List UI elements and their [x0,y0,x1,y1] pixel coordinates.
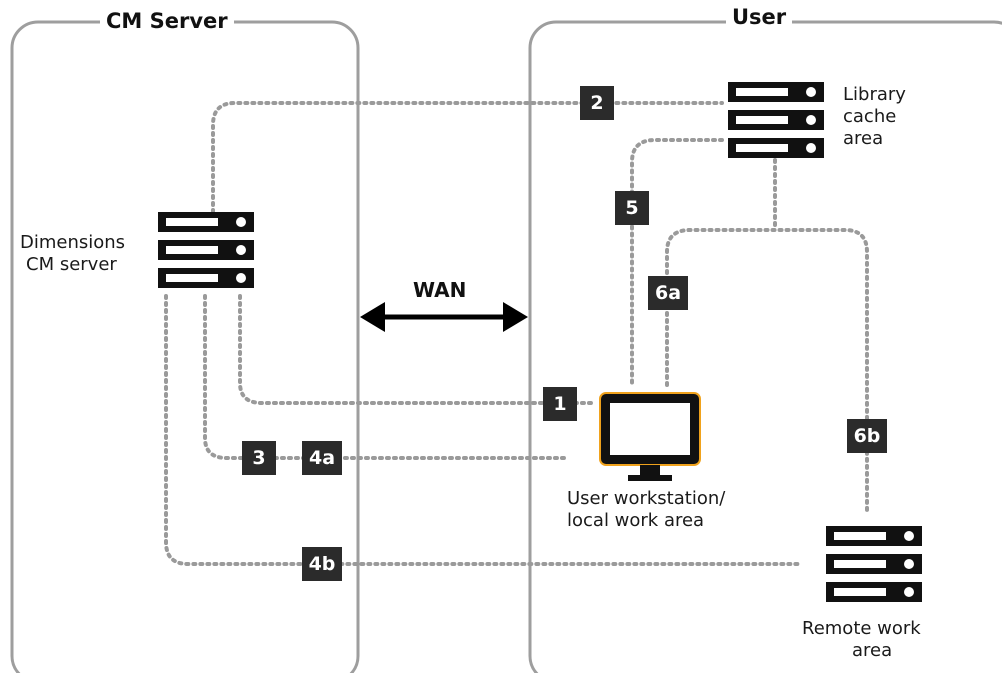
remote-work-label-line1: Remote work [802,618,921,639]
wan-label: WAN [413,278,467,302]
step-badge-6a: 6a [648,276,688,310]
monitor-icon [599,392,701,481]
step-badge-2: 2 [580,86,614,120]
user-group-title: User [726,4,793,30]
step-badge-4a: 4a [302,441,342,475]
step-badge-4b: 4b [302,547,342,581]
server-icon [728,82,824,158]
server-icon [826,526,922,602]
connector-6 [665,158,869,514]
connectors [164,101,869,566]
remote-work-label-line2: area [852,640,893,661]
cm-server-group-title: CM Server [100,8,234,34]
connector-4b [164,294,800,566]
dimensions-server-label-line1: Dimensions [20,232,126,253]
step-badge-5: 5 [615,191,649,225]
library-cache-label-line2: cache [843,106,897,127]
library-cache-label-line3: area [843,128,884,149]
step-badge-1: 1 [543,387,577,421]
library-cache-label-line1: Library [843,84,906,105]
server-icon [158,212,254,288]
connector-1 [238,294,597,405]
workstation-label-line2: local work area [567,510,705,531]
connector-5 [630,138,724,387]
step-badge-3: 3 [242,441,276,475]
dimensions-server-label-line2: CM server [26,254,117,275]
connector-3-4a [203,294,570,460]
workstation-label-line1: User workstation/ [567,488,726,509]
wan-arrow [360,302,528,332]
connector-2 [211,101,724,214]
step-badge-6b: 6b [847,419,887,453]
